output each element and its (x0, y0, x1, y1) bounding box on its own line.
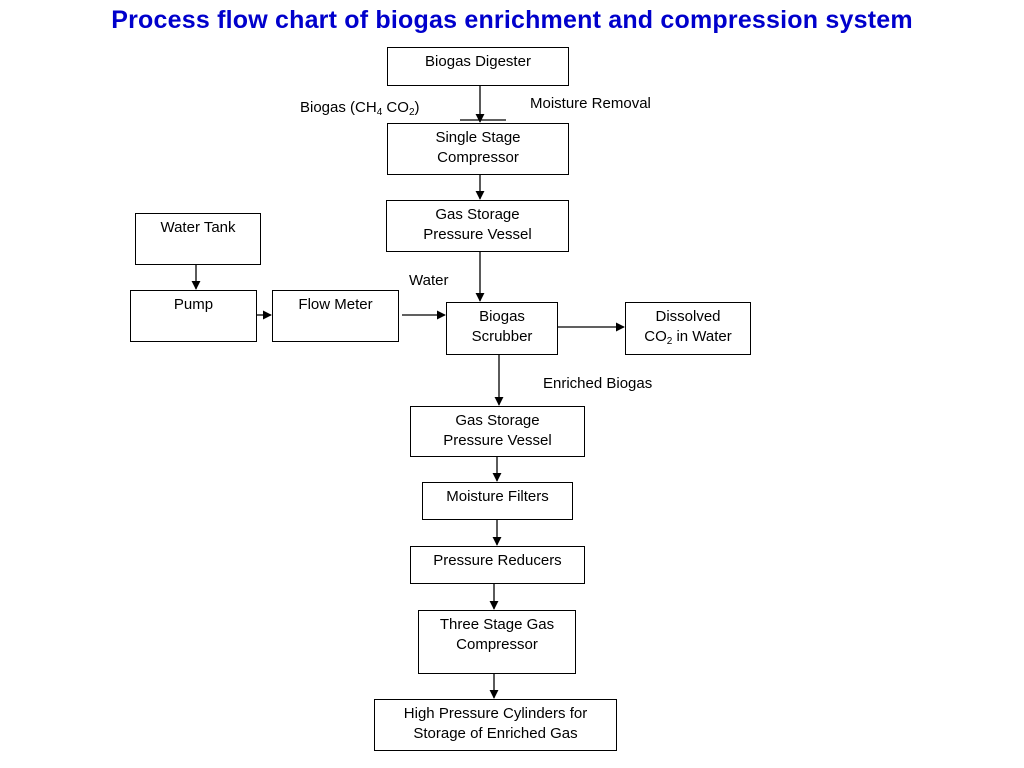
node-flow-meter: Flow Meter (272, 290, 399, 342)
node-biogas-scrubber: Biogas Scrubber (446, 302, 558, 355)
label-enriched-biogas: Enriched Biogas (543, 375, 653, 392)
page-title: Process flow chart of biogas enrichment … (111, 6, 913, 34)
node-single-stage-compressor: Single Stage Compressor (387, 123, 569, 175)
label-biogas: Biogas (CH4 CO2) (300, 99, 420, 118)
node-biogas-digester: Biogas Digester (387, 47, 569, 86)
node-pressure-reducers: Pressure Reducers (410, 546, 585, 584)
label-moisture-removal: Moisture Removal (530, 95, 651, 112)
node-gas-storage-vessel-2: Gas Storage Pressure Vessel (410, 406, 585, 457)
node-gas-storage-vessel-1: Gas Storage Pressure Vessel (386, 200, 569, 252)
node-high-pressure-cylinders: High Pressure Cylinders for Storage of E… (374, 699, 617, 751)
node-water-tank: Water Tank (135, 213, 261, 265)
node-three-stage-compressor: Three Stage Gas Compressor (418, 610, 576, 674)
node-moisture-filters: Moisture Filters (422, 482, 573, 520)
node-pump: Pump (130, 290, 257, 342)
label-water: Water (409, 272, 449, 289)
node-dissolved-co2: Dissolved CO2 in Water (625, 302, 751, 355)
